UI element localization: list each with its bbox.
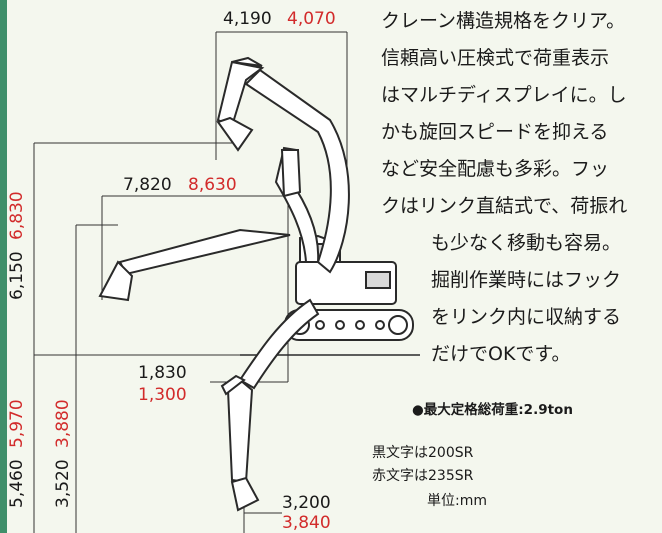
bottom-reach-black: 3,200 [282, 493, 331, 513]
dig-depth-red: 5,970 [7, 399, 27, 448]
horizontal-bucket [98, 260, 134, 302]
wall-depth-red: 3,880 [53, 399, 73, 448]
description-line: 信頼高い圧検式で荷重表示 [381, 47, 610, 69]
description-line: はマルチディスプレイに。し [381, 84, 627, 106]
top-reach-red: 4,070 [287, 9, 336, 29]
description-line: をリンク内に収納する [431, 306, 622, 328]
mid-reach-red: 8,630 [188, 175, 237, 195]
max-load-spec: ●最大定格総荷重:2.9ton [412, 402, 573, 418]
max-height-black: 6,150 [7, 251, 27, 300]
black-text-note: 黒文字は200SR [372, 445, 474, 461]
lower-boom [238, 298, 320, 390]
lower-bucket [230, 476, 260, 512]
left-accent-bar [0, 0, 7, 533]
bottom-reach-red: 3,840 [282, 513, 331, 533]
raised-arm [216, 60, 265, 128]
arm-positions [98, 56, 350, 512]
dump-depth-red: 1,300 [138, 385, 187, 405]
raised-bucket [216, 116, 254, 152]
unit-note: 単位:mm [427, 493, 487, 509]
horizontal-arm [118, 228, 291, 276]
mid-reach-black: 7,820 [123, 175, 172, 195]
raised-boom [244, 68, 350, 274]
dump-depth-black: 1,830 [138, 363, 187, 383]
description-line: だけでOKです。 [431, 343, 571, 365]
description-line: クレーン構造規格をクリア。 [381, 10, 626, 32]
max-height-red: 6,830 [7, 191, 27, 240]
description-line: も少なく移動も容易。 [431, 232, 622, 254]
description-line: など安全配慮も多彩。フッ [381, 158, 610, 180]
lower-arm [226, 378, 254, 484]
red-text-note: 赤文字は235SR [372, 468, 474, 484]
wall-depth-black: 3,520 [53, 459, 73, 508]
description-line: 掘削作業時にはフック [431, 269, 622, 291]
description-line: かも旋回スピードを抑える [381, 121, 609, 143]
top-reach-black: 4,190 [223, 9, 272, 29]
description-line: クはリンク直結式で、荷振れ [381, 195, 628, 217]
dig-depth-black: 5,460 [7, 459, 27, 508]
